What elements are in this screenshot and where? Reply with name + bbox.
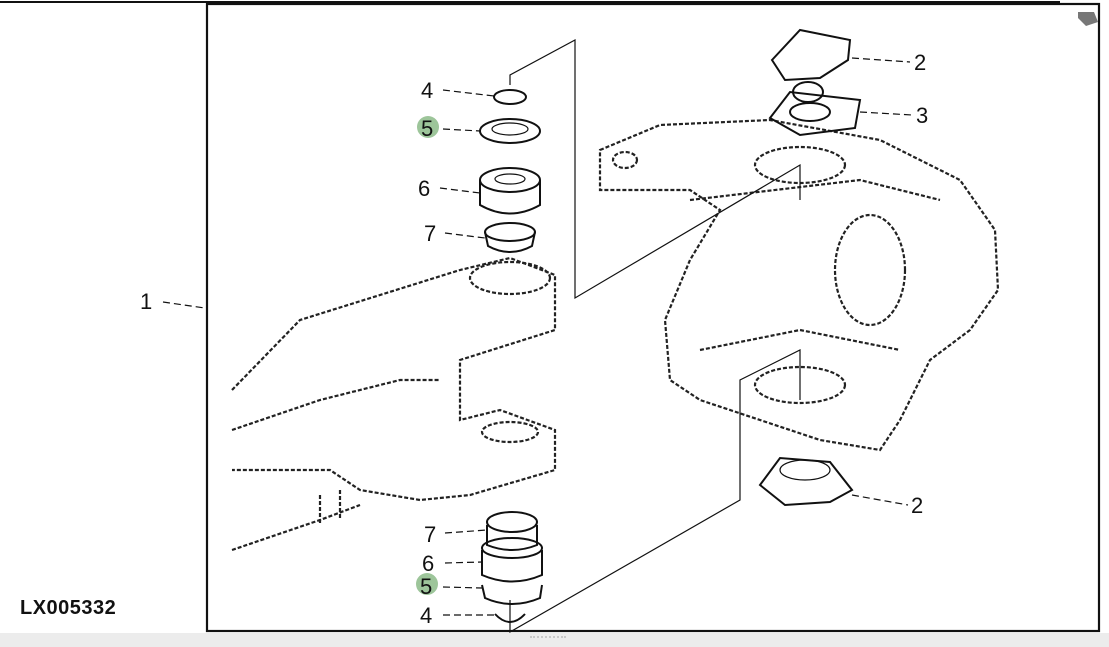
callout-4-lower[interactable]: 4 — [420, 603, 432, 628]
axle-beam — [231, 256, 557, 552]
callout-7-upper[interactable]: 7 — [424, 221, 436, 246]
diagram-frame — [205, 2, 1101, 633]
callout-1[interactable]: 1 — [140, 289, 152, 314]
callout-6-lower[interactable]: 6 — [422, 551, 434, 576]
expand-corner-icon[interactable] — [1078, 12, 1098, 26]
callout-6-upper[interactable]: 6 — [418, 176, 430, 201]
steering-knuckle — [598, 118, 1000, 452]
highlight-marker — [416, 573, 438, 595]
lower-bushing-stack — [481, 511, 543, 623]
callout-3[interactable]: 3 — [916, 103, 928, 128]
highlight-marker — [417, 116, 439, 138]
callout-2-upper[interactable]: 2 — [914, 50, 926, 75]
upper-cap — [768, 28, 862, 137]
callout-2-lower[interactable]: 2 — [911, 493, 923, 518]
upper-bushing-stack — [479, 89, 541, 253]
figure-id: LX005332 — [20, 597, 117, 619]
resize-grip-icon[interactable] — [530, 636, 566, 640]
callout-4-upper[interactable]: 4 — [421, 78, 433, 103]
callout-7-lower[interactable]: 7 — [424, 522, 436, 547]
callout-5-upper[interactable]: 5 — [421, 116, 433, 141]
callout-5-lower[interactable]: 5 — [420, 574, 432, 599]
leader-lines — [162, 57, 913, 616]
parts-diagram: 1 2 3 2 4 5 6 7 7 6 5 4 — [0, 1, 1101, 633]
bottom-resize-bar[interactable] — [0, 633, 1109, 647]
lower-cap — [758, 456, 854, 507]
